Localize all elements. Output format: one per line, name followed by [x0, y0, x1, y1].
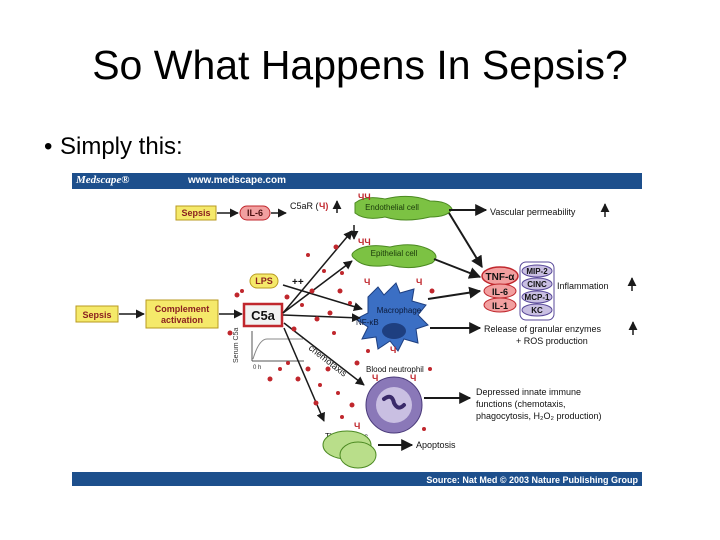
svg-text:Ч: Ч	[354, 421, 360, 431]
slide-title: So What Happens In Sepsis?	[92, 42, 628, 88]
arrow-epithelial-cytokines	[433, 258, 482, 279]
il1-label: IL-1	[492, 301, 508, 311]
arrow-c5a-epithelial	[282, 260, 353, 314]
complement-line1: Complement	[155, 304, 210, 314]
serum-c5a-label: Serum C5a	[233, 327, 240, 363]
arrow-endothelial-cytokines	[448, 212, 483, 269]
c5ar-receptor-icon: Ч)	[319, 201, 328, 211]
macrophage-nucleus	[382, 323, 406, 339]
tnf-label: TNF-α	[486, 272, 516, 283]
svg-text:Ч: Ч	[372, 373, 378, 383]
figure-footer-bar: Source: Nat Med © 2003 Nature Publishing…	[72, 472, 642, 486]
lps-label: LPS	[255, 276, 273, 286]
thymocyte-cell-2	[339, 441, 377, 469]
svg-text:Ч: Ч	[390, 345, 396, 355]
neutrophil-nucleus	[382, 394, 406, 410]
cinc-pill	[521, 277, 553, 291]
complement-activation-box	[145, 299, 219, 329]
granular-line2: + ROS production	[516, 336, 588, 346]
arrow-c5a-thymocytes	[283, 327, 325, 422]
apoptosis-label: Apoptosis	[416, 440, 456, 450]
c5a-label: C5a	[251, 308, 276, 323]
mcp1-pill	[521, 290, 553, 304]
depressed-line2: functions (chemotaxis,	[476, 399, 566, 409]
figure-header-bar: Medscape® www.medscape.com	[72, 173, 642, 189]
pathway-diagram: Sepsis IL-6 C5aR ( Ч) Endothelial cell Ч…	[75, 192, 638, 469]
serum-plot-curve	[252, 338, 303, 360]
sepsis-left-box	[75, 305, 119, 323]
svg-text:Ч: Ч	[364, 277, 370, 287]
bullet-text: Simply this:	[60, 133, 183, 160]
macrophage-cell	[355, 282, 429, 352]
sepsis-top-label: Sepsis	[181, 208, 210, 218]
medscape-url: www.medscape.com	[188, 175, 286, 186]
arrow-c5a-neutrophil	[283, 322, 365, 386]
depressed-line3: phagocytosis, H₂O₂ production)	[476, 411, 602, 421]
mcp1-label: MCP-1	[525, 293, 550, 302]
svg-text:Ч: Ч	[410, 373, 416, 383]
kc-label: KC	[531, 306, 543, 315]
complement-line2: activation	[161, 315, 203, 325]
sepsis-left-label: Sepsis	[82, 310, 111, 320]
figure-source: Source: Nat Med © 2003 Nature Publishing…	[426, 475, 638, 485]
inflammation-label: Inflammation	[557, 281, 609, 291]
arrow-c5a-macrophage	[282, 313, 361, 323]
bullet-dot: •	[44, 133, 53, 160]
lps-pill	[249, 273, 279, 289]
mip2-label: MIP-2	[526, 267, 548, 276]
epithelial-label: Epithelial cell	[371, 249, 418, 258]
il6-input-pill	[239, 205, 271, 221]
sepsis-top-box	[175, 205, 217, 221]
arrow-lps-macrophage	[282, 284, 363, 311]
sepsis-pathway-figure: Medscape® www.medscape.com Sepsis IL-6 C…	[72, 173, 642, 486]
il6-input-label: IL-6	[247, 208, 263, 218]
neutrophil-label: Blood neutrophil	[366, 365, 424, 374]
vascular-permeability-label: Vascular permeability	[490, 207, 576, 217]
svg-text:Ч: Ч	[416, 277, 422, 287]
serum-time-label: 0 h	[253, 365, 261, 371]
receptor-icons-epithelial: ЧЧ	[358, 237, 371, 247]
plus-label: ++	[292, 277, 304, 288]
cinc-label: CINC	[527, 280, 547, 289]
c5a-molecule-dots	[227, 244, 435, 431]
il6-cluster-label: IL-6	[492, 287, 508, 297]
c5a-box	[242, 302, 284, 328]
arrow-macrophage-cytokines	[427, 286, 482, 300]
nfkb-label: NF-κB	[356, 318, 379, 327]
endothelial-label: Endothelial cell	[365, 203, 419, 212]
macrophage-label: Macrophage	[377, 306, 422, 315]
medscape-logo: Medscape®	[76, 174, 130, 186]
arrow-c5a-endothelial	[282, 230, 353, 314]
receptor-icons-neutrophil: Ч Ч Ч Ч Ч Ч	[354, 277, 422, 431]
bullet-item: • Simply this:	[44, 133, 183, 161]
c5ar-label: C5aR (	[290, 201, 319, 211]
mip2-pill	[521, 264, 553, 278]
receptor-icons-endothelial: ЧЧ	[358, 192, 371, 202]
chemotaxis-label: chemotaxis	[307, 343, 349, 379]
epithelial-cell	[351, 244, 437, 269]
kc-pill	[521, 303, 553, 317]
granular-line1: Release of granular enzymes	[484, 324, 602, 334]
depressed-line1: Depressed innate immune	[476, 387, 581, 397]
il1-pill	[483, 297, 517, 313]
